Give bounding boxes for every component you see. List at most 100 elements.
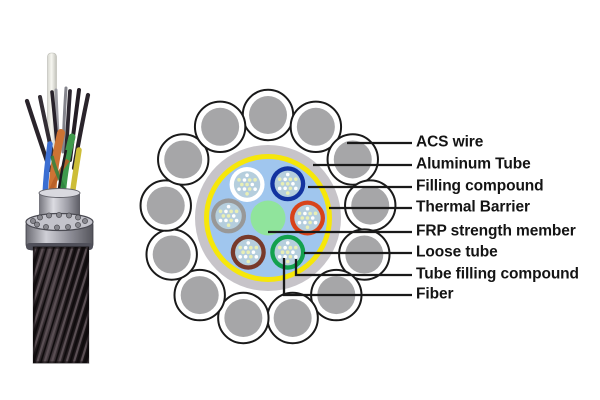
fiber-dot: [303, 211, 307, 216]
acs-wire: [289, 100, 343, 153]
fiber-dot: [283, 254, 287, 259]
fiber-dot: [249, 245, 253, 250]
acs-wire: [217, 291, 270, 345]
fiber-dot: [254, 255, 259, 259]
fiber-dot: [242, 187, 247, 191]
fiber-dot: [250, 182, 255, 187]
fiber-dot: [308, 220, 312, 225]
fiber-dot: [285, 181, 290, 186]
fiber-dot: [240, 182, 244, 187]
fiber-dot: [285, 191, 290, 195]
fiber-dot: [224, 218, 228, 223]
fiber-dot: [288, 186, 293, 191]
fiber-dot: [243, 245, 248, 250]
acs-wire: [266, 291, 319, 345]
fiber-dot: [247, 187, 252, 191]
fiber-dot: [283, 177, 287, 182]
fiber-dot: [285, 259, 290, 264]
loose-tube-red: [290, 200, 325, 236]
fiber-dot: [221, 214, 226, 218]
loose-tube-brown: [230, 234, 266, 270]
label-aluminum-tube: Aluminum Tube: [416, 155, 531, 173]
fiber-dot: [245, 182, 249, 187]
fiber-dot: [285, 241, 290, 245]
loose-tube-white: [229, 167, 265, 203]
loose-tube-gray: [211, 198, 247, 234]
label-frp-strength-member: FRP strength member: [416, 222, 576, 240]
fiber-dot: [246, 241, 251, 245]
fiber-dot: [246, 250, 251, 255]
cable-ferrule: [25, 212, 94, 251]
fiber-dot: [280, 181, 285, 186]
label-loose-tube: Loose tube: [416, 243, 498, 261]
leader-lines: [268, 141, 412, 297]
acs-wire: [139, 179, 192, 232]
label-filling-compound: Filling compound: [416, 177, 544, 195]
fiber-dot: [237, 187, 241, 191]
fiber-dot: [288, 177, 293, 182]
fiber-dot: [291, 181, 295, 186]
fiber-dot: [253, 187, 257, 191]
fiber-dot: [241, 250, 245, 255]
fiber-dot: [218, 218, 223, 223]
fiber-dot: [226, 223, 231, 228]
fiber-dot: [218, 209, 223, 214]
fiber-dot: [229, 218, 233, 223]
fiber-dot: [308, 211, 312, 216]
acs-wire: [145, 228, 198, 281]
fiber-dot: [305, 225, 310, 230]
fiber-dot: [283, 186, 287, 191]
cable-cross-section: [139, 88, 397, 345]
fiber-dot: [231, 214, 236, 218]
label-thermal-barrier: Thermal Barrier: [416, 198, 530, 216]
fiber-dot: [294, 186, 298, 191]
acs-wire: [193, 100, 247, 153]
acs-wire: [241, 88, 295, 142]
loose-tube-green: [270, 234, 306, 270]
fiber-dot: [226, 214, 231, 218]
frp-strength-member: [250, 200, 286, 236]
fiber-dot: [277, 177, 282, 181]
cable-stranded-body: [32, 246, 90, 364]
fiber-dot: [237, 178, 241, 182]
fiber-dot: [245, 192, 249, 196]
label-acs-wire: ACS wire: [416, 133, 484, 151]
cable-silver-strand: [61, 86, 68, 154]
fiber-dot: [224, 209, 228, 214]
fiber-dot: [238, 255, 242, 259]
fiber-dot: [249, 254, 253, 259]
label-fiber: Fiber: [416, 285, 454, 303]
fiber-dot: [246, 259, 251, 264]
fiber-dot: [277, 245, 282, 250]
fiber-dot: [234, 218, 239, 223]
fiber-dot: [313, 211, 318, 216]
fiber-dot: [305, 216, 310, 220]
loose-tube-blue: [270, 166, 306, 202]
fiber-dot: [294, 245, 298, 250]
label-tube-filling-compound: Tube filling compound: [416, 265, 579, 283]
leader-line-fiber: [282, 258, 412, 297]
fiber-dot: [238, 245, 242, 250]
fiber-dot: [245, 173, 249, 178]
fiber-dot: [242, 178, 247, 182]
acs-wire: [173, 268, 226, 322]
fiber-dot: [277, 186, 282, 191]
fiber-dot: [277, 255, 282, 259]
fiber-dot: [247, 178, 252, 182]
fiber-dot: [285, 250, 290, 255]
fiber-dot: [283, 245, 287, 250]
acs-wire: [157, 133, 210, 186]
cable-photo: [24, 52, 94, 364]
fiber-dot: [253, 178, 257, 182]
fiber-dot: [243, 254, 248, 259]
fiber-dot: [305, 206, 310, 211]
fiber-dot: [288, 245, 293, 250]
fiber-dot: [297, 220, 302, 225]
leader-line-tube-filling-compound: [294, 259, 412, 277]
fiber-dot: [313, 220, 318, 225]
fiber-dot: [300, 216, 305, 220]
fiber-dot: [291, 250, 295, 255]
fiber-dot: [294, 177, 298, 181]
fiber-dot: [303, 220, 307, 225]
